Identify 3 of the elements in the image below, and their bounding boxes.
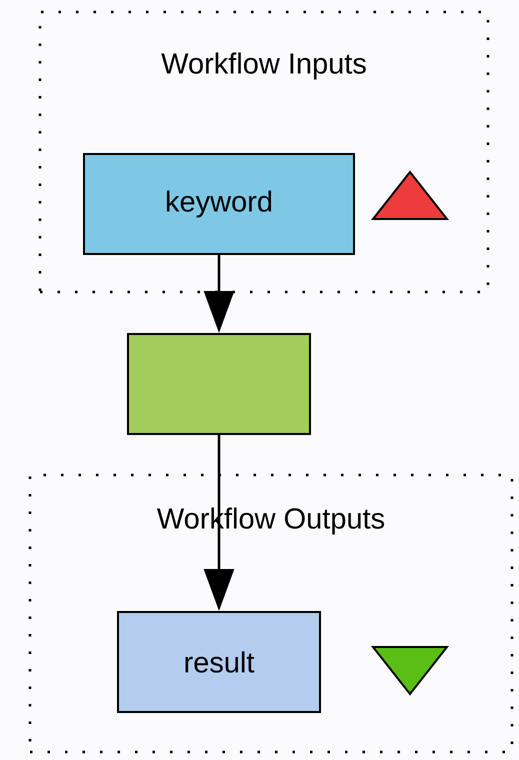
input-box: keyword <box>83 153 355 255</box>
output-box: result <box>117 611 321 713</box>
process-box <box>127 333 311 435</box>
